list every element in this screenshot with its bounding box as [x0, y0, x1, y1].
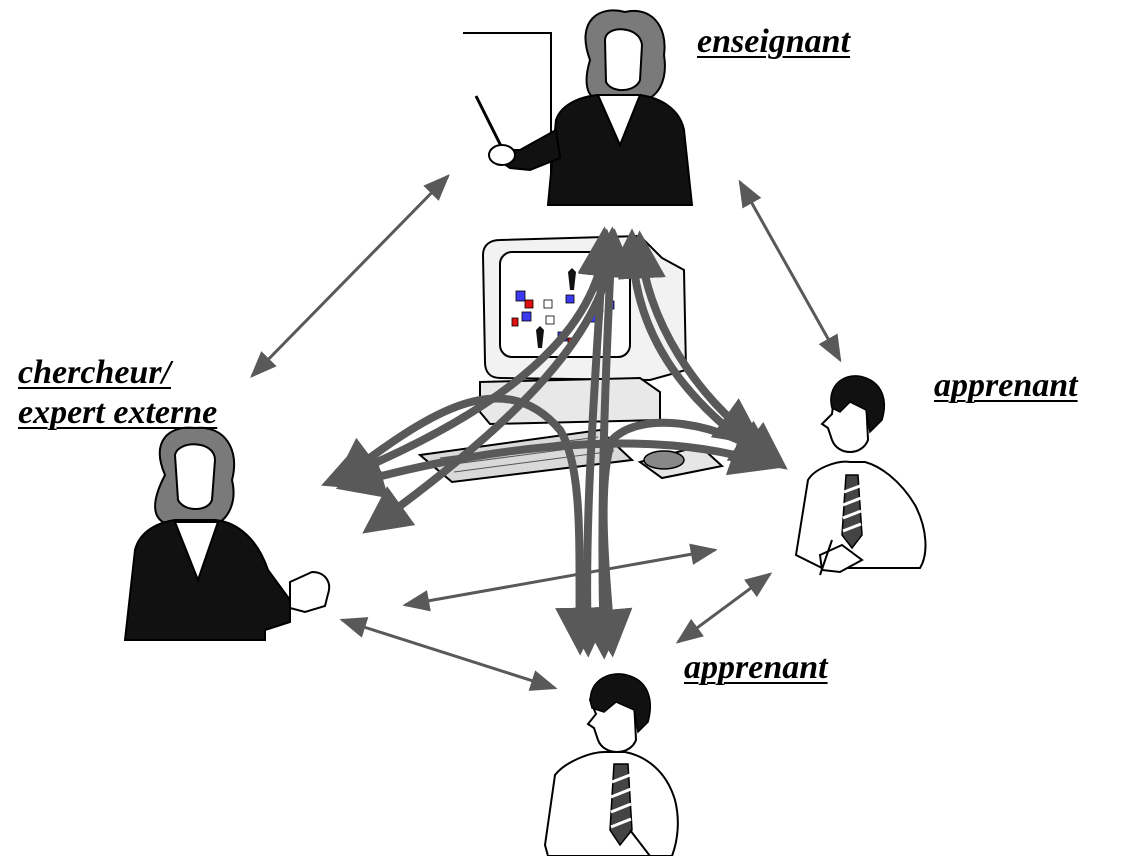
teacher-hand [488, 144, 516, 166]
label-apprenant-right: apprenant [934, 367, 1078, 404]
arrow-teacher-expert [250, 174, 450, 378]
expert-collar [173, 521, 220, 583]
learner-bottom-pen [629, 829, 651, 856]
expert-figure [123, 426, 331, 641]
label-chercheur-expert: chercheur/ expert externe [18, 353, 217, 433]
expert-face [173, 443, 217, 510]
learner-right-tie-stripes [842, 484, 862, 533]
learner-right-figure [794, 375, 927, 576]
mouse [643, 450, 685, 470]
label-enseignant: enseignant [697, 23, 851, 60]
learner-right-hair [830, 375, 886, 434]
learner-bottom-hair [589, 673, 651, 734]
label-chercheur: chercheur/ [18, 354, 171, 391]
teacher-figure [463, 9, 694, 206]
pointer-stick [474, 95, 505, 151]
thick-arrows [321, 226, 788, 660]
arrow-learner-right-learner-bottom [675, 572, 773, 644]
learner-bottom-figure [543, 673, 679, 856]
learner-bottom-tie-stripes [610, 773, 632, 829]
arrow-expert-learner-right [402, 543, 718, 612]
arrow-teacher-learner-right [738, 179, 842, 363]
curve-expert-learner-right [335, 429, 780, 499]
expert-body [123, 519, 291, 641]
label-expert-externe: expert externe [18, 394, 218, 431]
teacher-collar [596, 94, 642, 148]
arrow-expert-learner-bottom [339, 617, 558, 691]
expert-hand [289, 570, 331, 614]
label-apprenant-bottom: apprenant [684, 649, 828, 686]
teacher-face [603, 28, 644, 91]
learner-right-pen [819, 539, 833, 576]
